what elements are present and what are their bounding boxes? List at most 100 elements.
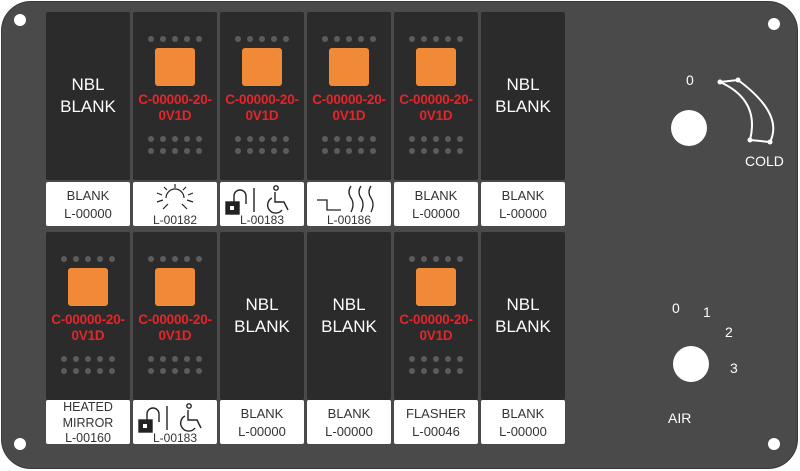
label-code: L-00186 [326, 213, 372, 227]
switch-line1: NBL [71, 75, 105, 94]
label-line2: L-00000 [499, 206, 547, 221]
label-line2: L-00046 [412, 424, 460, 439]
label-line2: L-00000 [238, 424, 286, 439]
part-code-line1: C-00000-20- [225, 92, 299, 107]
part-code-line1: C-00000-20- [138, 92, 212, 107]
switch-lit[interactable]: C-00000-20-0V1D [133, 232, 217, 400]
part-code-line2: 0V1D [158, 108, 192, 123]
air-position-0: 0 [672, 300, 680, 316]
switch-nbl-blank[interactable]: NBL BLANK [220, 232, 304, 400]
switch-lit[interactable]: C-00000-20-0V1D [133, 12, 217, 180]
switch-line2: BLANK [321, 317, 377, 336]
sun-icon [156, 184, 194, 210]
switch-lit[interactable]: C-00000-20-0V1D [307, 12, 391, 180]
part-code-line1: C-00000-20- [399, 92, 473, 107]
part-code-line2: 0V1D [419, 108, 453, 123]
label-line3: L-00160 [65, 431, 111, 445]
label-line1: HEATED [63, 400, 113, 414]
cold-label: COLD [745, 153, 784, 169]
switch-line1: NBL [245, 295, 279, 314]
legend-label: FLASHER L-00046 [394, 400, 478, 444]
part-code-line2: 0V1D [158, 328, 192, 343]
part-code-line1: C-00000-20- [399, 312, 473, 327]
switch-line1: NBL [332, 295, 366, 314]
part-code-line2: 0V1D [71, 328, 105, 343]
air-knob[interactable] [673, 346, 709, 382]
indicator-lamp [416, 268, 456, 306]
legend-label: BLANK L-00000 [46, 182, 130, 226]
label-line1: BLANK [414, 188, 458, 203]
label-line1: BLANK [501, 188, 545, 203]
indicator-dots [319, 36, 379, 42]
indicator-dots [406, 256, 466, 262]
legend-label: BLANK L-00000 [481, 400, 565, 444]
indicator-dots [145, 356, 205, 374]
switch-lit[interactable]: C-00000-20-0V1D [394, 232, 478, 400]
air-position-2: 2 [725, 324, 733, 340]
label-line1: BLANK [501, 406, 545, 421]
label-line1: BLANK [327, 406, 371, 421]
switch-nbl-blank[interactable]: NBL BLANK [481, 12, 565, 180]
indicator-dots [58, 256, 118, 262]
temperature-knob[interactable] [671, 110, 707, 146]
switch-lit[interactable]: C-00000-20-0V1D [220, 12, 304, 180]
switch-line1: NBL [506, 295, 540, 314]
mounting-hole [14, 438, 26, 450]
indicator-lamp [242, 48, 282, 86]
legend-label: BLANK L-00000 [220, 400, 304, 444]
part-code-line1: C-00000-20- [51, 312, 125, 327]
label-line2: MIRROR [62, 416, 114, 430]
indicator-dots [145, 256, 205, 262]
air-position-1: 1 [703, 304, 711, 320]
air-label: AIR [668, 410, 692, 426]
indicator-lamp [155, 48, 195, 86]
lock-wheelchair-icon [225, 185, 289, 215]
temp-zero-label: 0 [686, 72, 694, 88]
indicator-dots [58, 356, 118, 374]
indicator-dots [406, 136, 466, 154]
switch-line1: NBL [506, 75, 540, 94]
indicator-dots [319, 136, 379, 154]
mounting-hole [768, 438, 780, 450]
legend-label: L-00183 [133, 400, 217, 444]
label-code: L-00183 [239, 213, 285, 227]
indicator-dots [145, 36, 205, 42]
part-code-line2: 0V1D [245, 108, 279, 123]
indicator-dots [232, 36, 292, 42]
indicator-dots [145, 136, 205, 154]
legend-label: BLANK L-00000 [394, 182, 478, 226]
switch-line2: BLANK [234, 317, 290, 336]
air-position-3: 3 [730, 360, 738, 376]
indicator-lamp [329, 48, 369, 86]
label-line2: L-00000 [499, 424, 547, 439]
switch-nbl-blank[interactable]: NBL BLANK [481, 232, 565, 400]
part-code-line1: C-00000-20- [312, 92, 386, 107]
label-line1: BLANK [240, 406, 284, 421]
temperature-scale-arc [717, 77, 775, 145]
label-line1: FLASHER [406, 406, 466, 421]
legend-label: L-00182 [133, 182, 217, 226]
label-code: L-00183 [152, 431, 198, 445]
indicator-lamp [416, 48, 456, 86]
legend-label: HEATED MIRROR L-00160 [46, 400, 130, 445]
switch-line2: BLANK [495, 317, 551, 336]
switch-lit[interactable]: C-00000-20-0V1D [46, 232, 130, 400]
switch-nbl-blank[interactable]: NBL BLANK [307, 232, 391, 400]
legend-label: BLANK L-00000 [481, 182, 565, 226]
indicator-lamp [155, 268, 195, 306]
legend-label: L-00183 [220, 182, 304, 226]
heated-seat-icon [317, 185, 374, 213]
indicator-dots [232, 136, 292, 154]
legend-label: L-00186 [307, 182, 391, 226]
legend-label: BLANK L-00000 [307, 400, 391, 444]
switch-nbl-blank[interactable]: NBL BLANK [46, 12, 130, 180]
indicator-dots [406, 36, 466, 42]
indicator-dots [406, 356, 466, 374]
mounting-hole [768, 18, 780, 30]
label-line2: L-00000 [325, 424, 373, 439]
switch-line2: BLANK [60, 97, 116, 116]
switch-line2: BLANK [495, 97, 551, 116]
lock-wheelchair-icon [138, 403, 202, 433]
switch-lit[interactable]: C-00000-20-0V1D [394, 12, 478, 180]
part-code-line2: 0V1D [419, 328, 453, 343]
